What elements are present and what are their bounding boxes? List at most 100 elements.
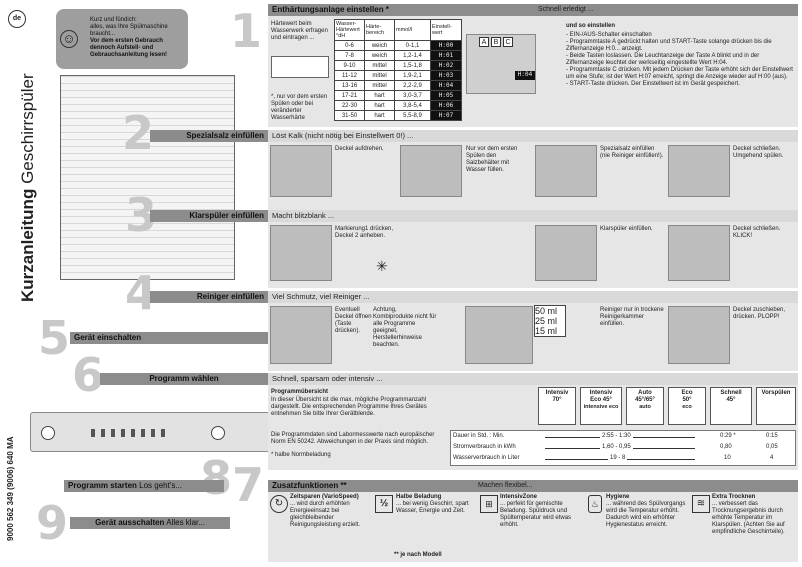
step4-header: Reiniger einfüllen: [150, 291, 268, 303]
data-label-water: Wasserverbrauch in Liter: [453, 455, 520, 461]
rinse-caption-2: Klarspüler einfüllen.: [600, 226, 653, 232]
howto-title: und so einstellen: [566, 23, 616, 29]
step6-desc: Schnell, sparsam oder intensiv ...: [268, 373, 798, 385]
step2-desc: Löst Kalk (nicht nötig bei Einstellwert …: [268, 130, 798, 142]
intensivzone-icon: ⊞: [480, 495, 498, 513]
variospeed-icon: ↻: [270, 495, 288, 513]
extra-half-load: Halbe Beladung... bei wenig Geschirr, sp…: [396, 494, 469, 514]
step8-header: Programm starten Los geht's...: [64, 480, 224, 492]
hygiene-icon: ♨: [588, 495, 602, 513]
step7-right-header: Machen flexibel...: [478, 482, 533, 489]
overview-text-1: In dieser Übersicht ist die max. möglich…: [271, 397, 427, 417]
step7-header: Zusatzfunktionen **: [268, 480, 798, 492]
step-number-2: 2: [122, 106, 155, 160]
overview-text-2: Die Programmdaten sind Labormesswerte na…: [271, 432, 435, 445]
value-schnell-water: 10: [724, 455, 731, 461]
data-label-duration: Dauer in Std. : Min.: [453, 433, 505, 439]
document-title: Kurzanleitung Geschirrspüler: [18, 73, 37, 302]
hardness-footnote: *, nur vor dem ersten Spülen oder bei ve…: [271, 94, 328, 121]
start-button[interactable]: [211, 426, 225, 440]
rinse-step-image-2: [535, 225, 597, 281]
data-label-energy: Stromverbrauch in kWh: [453, 444, 516, 450]
model-code: 9000 562 349 (9006) 640 MA: [6, 436, 15, 541]
half-load-icon: ½: [375, 495, 393, 513]
range-water: 19 - 8: [608, 455, 628, 462]
program-vorspuelen: Vorspülen: [756, 387, 796, 425]
sparkle-icon: ✳: [376, 258, 388, 274]
detergent-caption-4: Deckel zuschieben, drücken. PLOPP!: [733, 307, 786, 320]
step-number-6: 6: [72, 348, 105, 402]
detergent-caption-3: Reiniger nur in trockene Reinigerkammer …: [600, 307, 664, 327]
extra-intensivzone: IntensivZone... perfekt für gemischte Be…: [500, 494, 572, 528]
salt-caption-3: Spezialsalz einfüllen (nie Reiniger einf…: [600, 146, 664, 159]
range-energy: 1,60 - 0,95: [600, 444, 633, 451]
salt-step-image-3: [535, 145, 597, 197]
overview-text-3: * halbe Normbeladung: [271, 452, 331, 458]
howto-list: - EIN-/AUS-Schalter einschalten - Progra…: [566, 32, 793, 87]
extra-variospeed: Zeitsparen (VarioSpeed)... wird durch er…: [290, 494, 361, 528]
step6-header: Programm wählen: [100, 373, 268, 385]
step-number-8: 8: [200, 451, 233, 505]
hardness-entry-box[interactable]: [271, 56, 329, 78]
step1-header: Enthärtungsanlage einstellen *: [268, 4, 798, 16]
power-button[interactable]: [41, 426, 55, 440]
detergent-caption-2: Achtung, Kombiprodukte nicht für alle Pr…: [373, 307, 437, 348]
control-panel-illustration: [30, 412, 270, 452]
step-number-5: 5: [38, 311, 71, 365]
salt-step-image-1: [270, 145, 332, 197]
value-vorspuelen-energy: 0,05: [766, 444, 778, 450]
extra-dry: Extra Trocknen... verbessert das Trocknu…: [712, 494, 785, 535]
overview-title: Programmübersicht: [271, 389, 329, 395]
program-buttons[interactable]: [91, 429, 171, 437]
step-number-9: 9: [36, 496, 69, 550]
detergent-step-image-1: [270, 306, 332, 364]
salt-step-image-4: [668, 145, 730, 197]
step5-header: Gerät einschalten: [70, 332, 268, 344]
abc-panel-illustration: A B C H:04: [466, 34, 536, 94]
rinse-step-image-1: [270, 225, 332, 281]
salt-step-image-2: [400, 145, 462, 197]
intro-text: Kurz und fündich:alles, was Ihre Spülmas…: [90, 17, 168, 58]
salt-caption-2: Nur vor dem ersten Spülen den Salzbehält…: [466, 146, 518, 173]
step3-header: Klarspüler einfüllen: [150, 210, 268, 222]
lang-badge: de: [8, 10, 26, 28]
hardness-table: Wasser-Härtewert °dH Härte-bereich mmol/…: [334, 19, 462, 121]
range-duration: 2:55 - 1:30: [600, 433, 633, 440]
step-number-1: 1: [230, 4, 263, 58]
intro-box: [56, 9, 188, 69]
key-c[interactable]: C: [503, 37, 513, 47]
rinse-step-image-3: [668, 225, 730, 281]
value-schnell-energy: 0,80: [720, 444, 732, 450]
step9-header: Gerät ausschalten Alles klar...: [70, 517, 230, 529]
extra-dry-icon: ≋: [692, 495, 710, 513]
model-footnote: ** je nach Modell: [394, 552, 442, 558]
smiley-icon: ☺: [60, 30, 78, 48]
key-b[interactable]: B: [491, 37, 501, 47]
detergent-caption-1: Eventuell Deckel öffnen (Taste drücken).: [335, 307, 372, 334]
salt-caption-4: Deckel schließen. Umgehend spülen.: [733, 146, 784, 159]
step1-right-header: Schnell erledigt ...: [538, 6, 594, 13]
hardness-intro: Härtewert beim Wasserwerk erfragen und e…: [271, 21, 328, 41]
salt-caption-1: Deckel aufdrehen.: [335, 146, 384, 152]
step4-desc: Viel Schmutz, viel Reiniger ...: [268, 291, 798, 303]
dishwasher-illustration: [60, 75, 235, 280]
step3-desc: Macht blitzblank ...: [268, 210, 798, 222]
detergent-step-image-2: [465, 306, 533, 364]
value-schnell-duration: 0:29 *: [720, 433, 736, 439]
rinse-caption-3: Deckel schließen. KLICK!: [733, 226, 781, 239]
detergent-step-image-3: [668, 306, 730, 364]
key-a[interactable]: A: [479, 37, 489, 47]
digit-display: H:04: [515, 71, 535, 80]
